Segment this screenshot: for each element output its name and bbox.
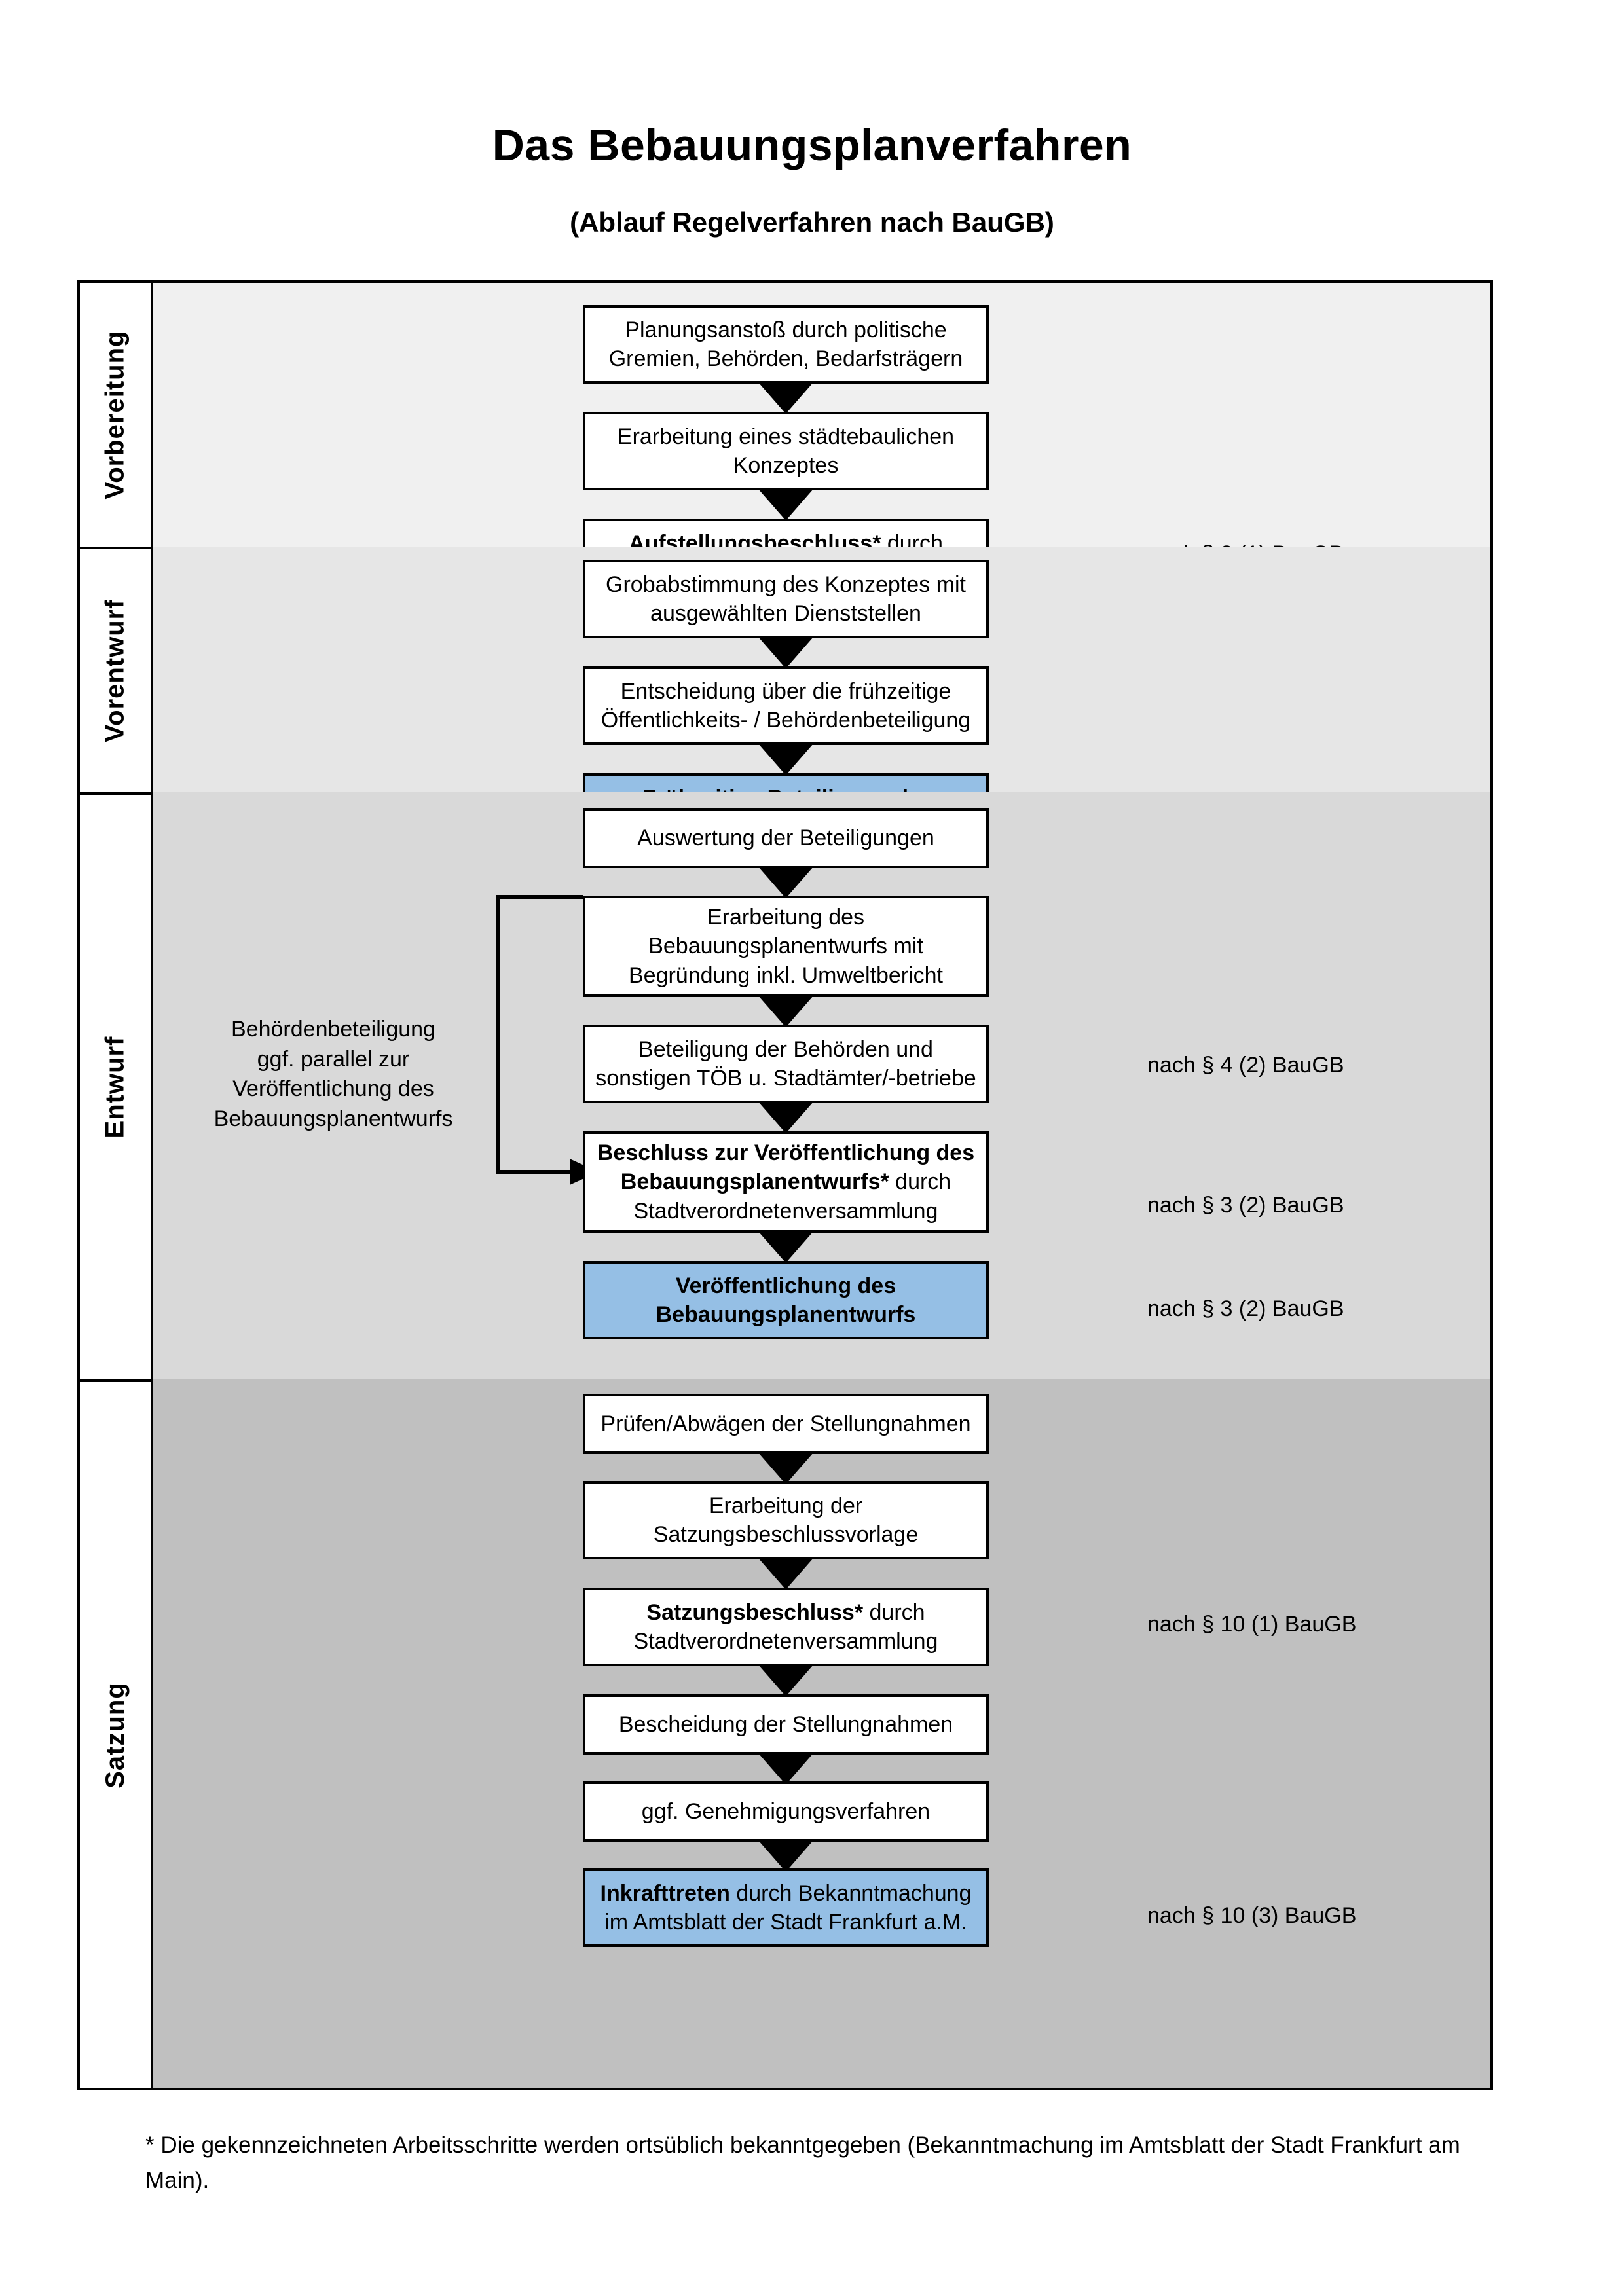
phase-body-satzung: Prüfen/Abwägen der Stellungnahmen Erarbe… <box>153 1379 1490 2088</box>
phase-label-vorentwurf: Vorentwurf <box>80 547 153 792</box>
phase-body-vorentwurf: Grobabstimmung des Konzeptes mit ausgewä… <box>153 547 1490 852</box>
step-label: Beteiligung der Behörden und sonstigen T… <box>595 1036 976 1091</box>
legal-ref-6: nach § 10 (1) BauGB <box>1147 1612 1357 1637</box>
phase-label-entwurf: Entwurf <box>80 792 153 1379</box>
phase-label-text: Vorbereitung <box>100 330 130 500</box>
connector-arrow <box>758 1102 813 1133</box>
legal-ref-3: nach § 4 (2) BauGB <box>1147 1053 1344 1078</box>
side-note-line: Bebauungsplanentwurfs <box>213 1106 453 1131</box>
step-label-bold: Beschluss zur Veröffentlichung des Bebau… <box>597 1140 975 1195</box>
step-label: Beschluss zur Veröffentlichung des Bebau… <box>592 1139 980 1226</box>
step-auswertung-beteiligungen[interactable]: Auswertung der Beteiligungen <box>583 808 989 868</box>
step-staedtebauliches-konzept[interactable]: Erarbeitung eines städtebaulichen Konzep… <box>583 412 989 490</box>
legal-ref-4: nach § 3 (2) BauGB <box>1147 1193 1344 1218</box>
step-label: ggf. Genehmigungsverfahren <box>641 1798 931 1824</box>
step-label-bold: Satzungsbeschluss* <box>646 1599 864 1625</box>
step-inkrafttreten[interactable]: Inkrafttreten durch Bekanntmachung im Am… <box>583 1868 989 1947</box>
page-title: Das Bebauungsplanverfahren <box>492 120 1132 170</box>
connector-arrow <box>758 867 813 898</box>
step-label: Planungsanstoß durch politische Gremien,… <box>608 317 963 371</box>
step-genehmigungsverfahren[interactable]: ggf. Genehmigungsverfahren <box>583 1781 989 1842</box>
phase-label-text: Vorentwurf <box>100 599 130 742</box>
step-satzungsbeschlussvorlage[interactable]: Erarbeitung der Satzungsbeschlussvorlage <box>583 1481 989 1559</box>
step-entscheidung-fruehzeitige[interactable]: Entscheidung über die frühzeitige Öffent… <box>583 666 989 745</box>
connector-arrow <box>758 1558 813 1590</box>
step-label-bold: Inkrafttreten <box>600 1880 730 1906</box>
step-label-bold: Veröffentlichung des Bebauungsplanentwur… <box>655 1273 916 1327</box>
step-erarbeitung-entwurf[interactable]: Erarbeitung des Bebauungsplanentwurfs mi… <box>583 896 989 997</box>
phase-vorbereitung: Vorbereitung Planungsanstoß durch politi… <box>80 283 1490 597</box>
phase-body-entwurf: Behördenbeteiligung ggf. parallel zur Ve… <box>153 792 1490 1379</box>
step-label: Erarbeitung eines städtebaulichen Konzep… <box>617 424 955 478</box>
step-label: Erarbeitung des Bebauungsplanentwurfs mi… <box>628 905 944 988</box>
step-label: Auswertung der Beteiligungen <box>637 825 934 850</box>
step-beteiligung-behoerden[interactable]: Beteiligung der Behörden und sonstigen T… <box>583 1025 989 1103</box>
phase-body-vorbereitung: Planungsanstoß durch politische Gremien,… <box>153 283 1490 597</box>
step-label: Bescheidung der Stellungnahmen <box>618 1711 953 1737</box>
connector-arrow <box>758 1665 813 1696</box>
step-beschluss-veroeffentlichung[interactable]: Beschluss zur Veröffentlichung des Bebau… <box>583 1131 989 1233</box>
diagram-frame: Vorbereitung Planungsanstoß durch politi… <box>77 280 1493 2090</box>
connector-arrow <box>758 1753 813 1785</box>
step-label: Erarbeitung der Satzungsbeschlussvorlage <box>653 1493 919 1547</box>
step-satzungsbeschluss[interactable]: Satzungsbeschluss* durch Stadtverordnete… <box>583 1588 989 1666</box>
side-note-line: ggf. parallel zur <box>257 1046 410 1072</box>
step-grobabstimmung[interactable]: Grobabstimmung des Konzeptes mit ausgewä… <box>583 560 989 638</box>
phase-satzung: Satzung Prüfen/Abwägen der Stellungnahme… <box>80 1379 1490 2088</box>
connector-arrow <box>758 744 813 775</box>
phase-entwurf: Entwurf Behördenbeteiligung ggf. paralle… <box>80 792 1490 1379</box>
connector-arrow <box>758 637 813 668</box>
step-label-rest: durch Stadtverordnetenversammlung <box>633 1169 951 1224</box>
side-note-line: Veröffentlichung des <box>232 1076 434 1102</box>
step-label: Prüfen/Abwägen der Stellungnahmen <box>600 1411 971 1436</box>
step-planungsanstoss[interactable]: Planungsanstoß durch politische Gremien,… <box>583 305 989 384</box>
footnote: * Die gekennzeichneten Arbeitsschritte w… <box>145 2132 1460 2194</box>
legal-ref-7: nach § 10 (3) BauGB <box>1147 1903 1357 1928</box>
connector-arrow <box>758 996 813 1027</box>
step-label: Satzungsbeschluss* durch Stadtverordnete… <box>592 1598 980 1656</box>
phase-label-satzung: Satzung <box>80 1379 153 2088</box>
step-pruefen-abwaegen[interactable]: Prüfen/Abwägen der Stellungnahmen <box>583 1394 989 1454</box>
side-note-behoerdenbeteiligung: Behördenbeteiligung ggf. parallel zur Ve… <box>179 1015 487 1134</box>
connector-arrow <box>758 1231 813 1263</box>
connector-arrow <box>758 1453 813 1484</box>
page-subtitle: (Ablauf Regelverfahren nach BauGB) <box>570 207 1054 238</box>
side-note-line: Behördenbeteiligung <box>231 1017 435 1042</box>
connector-arrow <box>758 489 813 520</box>
legal-ref-5: nach § 3 (2) BauGB <box>1147 1296 1344 1321</box>
step-label-rest: durch Bekanntmachung im Amtsblatt der St… <box>604 1880 972 1935</box>
phase-label-text: Entwurf <box>100 1036 130 1139</box>
step-label: Entscheidung über die frühzeitige Öffent… <box>600 678 971 733</box>
connector-arrow <box>758 382 813 414</box>
step-label: Grobabstimmung des Konzeptes mit ausgewä… <box>606 572 966 626</box>
phase-label-text: Satzung <box>100 1681 130 1789</box>
connector-arrow <box>758 1840 813 1872</box>
step-label: Inkrafttreten durch Bekanntmachung im Am… <box>592 1879 980 1937</box>
step-veroeffentlichung-entwurf[interactable]: Veröffentlichung des Bebauungsplanentwur… <box>583 1261 989 1339</box>
phase-vorentwurf: Vorentwurf Grobabstimmung des Konzeptes … <box>80 547 1490 852</box>
step-bescheidung[interactable]: Bescheidung der Stellungnahmen <box>583 1694 989 1755</box>
phase-label-vorbereitung: Vorbereitung <box>80 283 153 547</box>
step-label: Veröffentlichung des Bebauungsplanentwur… <box>592 1271 980 1329</box>
step-label-rest: durch Stadtverordnetenversammlung <box>633 1599 938 1654</box>
